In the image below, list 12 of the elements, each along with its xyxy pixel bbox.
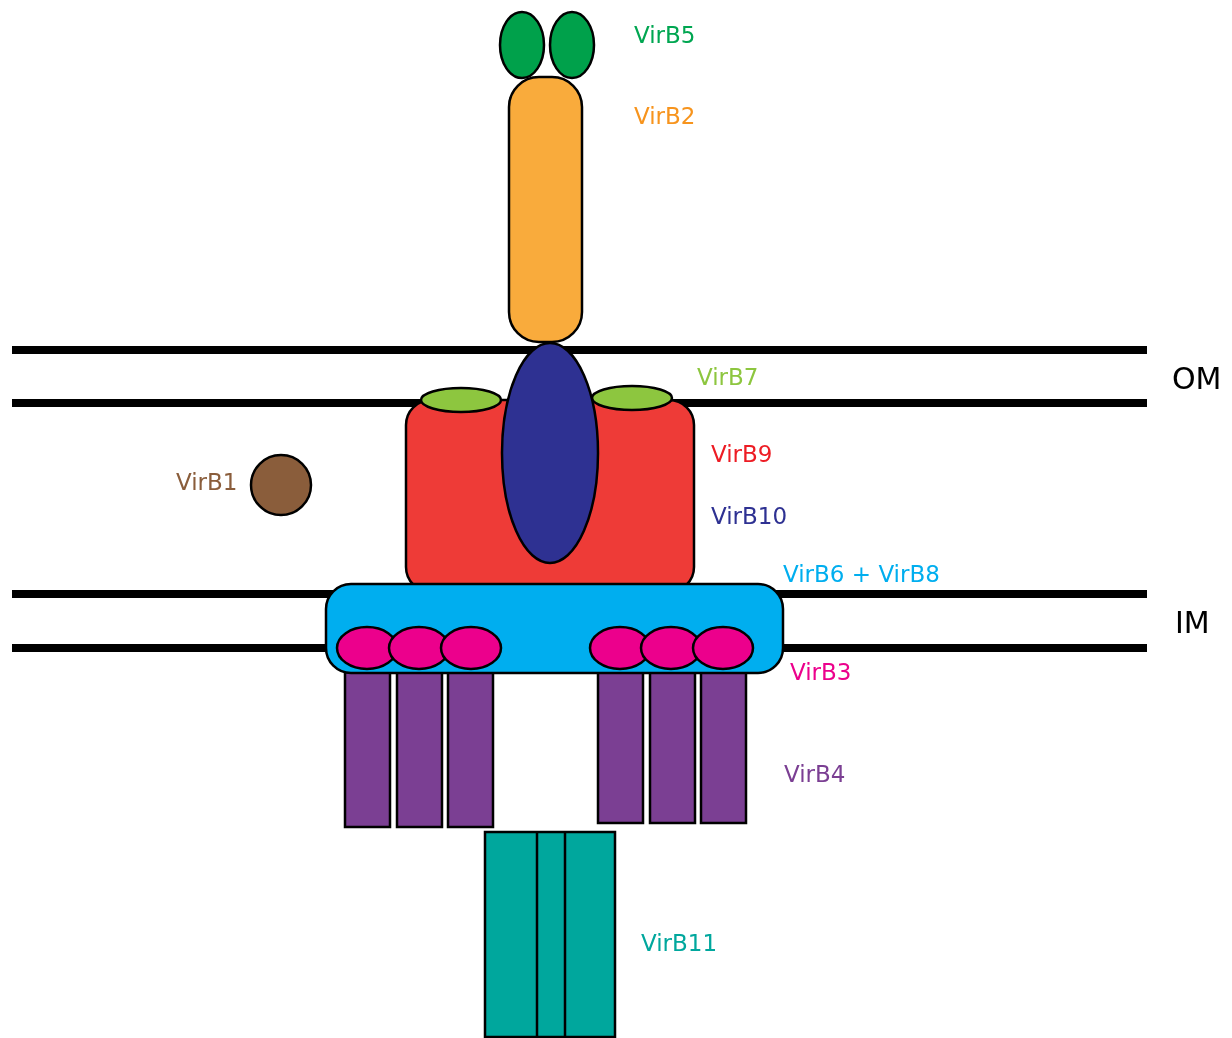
protein-label: VirB2 <box>634 102 696 130</box>
membrane-label: IM <box>1175 605 1210 641</box>
protein-label: VirB1 <box>176 468 238 496</box>
protein-label: VirB11 <box>641 929 718 957</box>
protein-label: VirB4 <box>784 760 846 788</box>
protein-label: VirB10 <box>711 502 788 530</box>
protein-label: VirB9 <box>711 440 773 468</box>
protein-label: VirB7 <box>697 363 759 391</box>
protein-label: VirB6 + VirB8 <box>783 560 940 588</box>
membrane-label: OM <box>1172 361 1222 397</box>
protein-label: VirB5 <box>634 21 696 49</box>
protein-label: VirB3 <box>790 658 852 686</box>
